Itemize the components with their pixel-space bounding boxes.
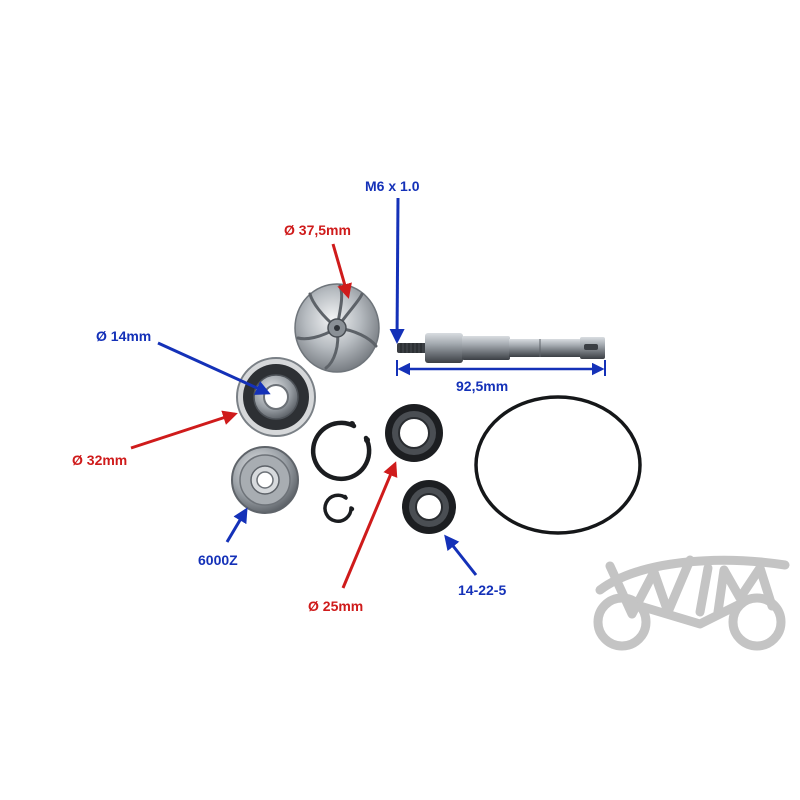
label-seal-size: 14-22-5	[458, 582, 507, 598]
label-shaft-length: 92,5mm	[456, 378, 509, 394]
ball-bearing-6000z	[231, 446, 299, 514]
label-seal-diameter: Ø 25mm	[308, 598, 364, 614]
arrow-thread	[389, 197, 405, 344]
circlip-large	[310, 420, 372, 482]
arrow-outer-diameter	[130, 410, 238, 450]
label-thread: M6 x 1.0	[365, 178, 420, 194]
pump-shaft	[397, 333, 605, 363]
shaft-length-dimension	[396, 360, 606, 376]
label-inner-diameter: Ø 14mm	[96, 328, 152, 344]
o-ring	[474, 395, 642, 535]
sealed-bearing	[236, 357, 316, 437]
arrow-seal-diameter	[341, 461, 398, 589]
wima-logo	[593, 555, 790, 651]
impeller	[294, 283, 380, 373]
label-outer-diameter: Ø 32mm	[72, 452, 128, 468]
arrow-bearing	[225, 507, 248, 543]
label-bearing: 6000Z	[198, 552, 238, 568]
oil-seal-upper	[385, 404, 443, 462]
oil-seal-lower	[402, 480, 456, 534]
circlip-small	[323, 493, 355, 523]
label-impeller-diameter: Ø 37,5mm	[284, 222, 351, 238]
arrow-impeller-diameter	[331, 243, 352, 299]
arrow-seal-size	[444, 534, 478, 576]
arrow-inner-diameter	[157, 341, 271, 395]
